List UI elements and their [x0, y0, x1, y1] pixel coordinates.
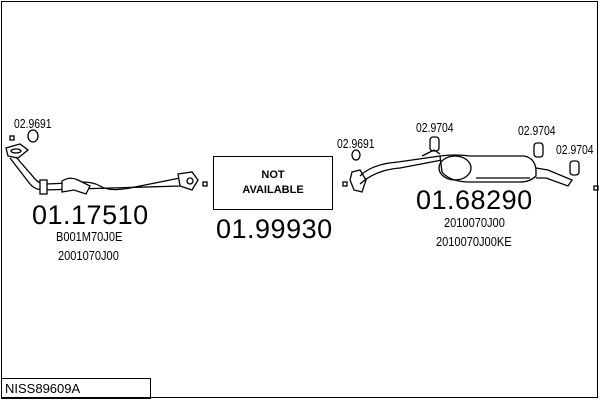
accessory-label: 02.9691 [337, 136, 375, 151]
rear-silencer-drawing [349, 149, 573, 193]
accessory-label: 02.9704 [416, 120, 454, 135]
accessory-label: 02.9704 [518, 123, 556, 138]
oem-code: 2001070J00 [58, 248, 119, 263]
rubber-hanger-icon [533, 142, 544, 158]
part-number[interactable]: 01.68290 [416, 185, 533, 215]
oem-code: B001M70J0E [56, 229, 123, 244]
part-number[interactable]: 01.99930 [216, 214, 333, 244]
not-available-text: AVAILABLE [242, 184, 304, 196]
not-available-image: NOT AVAILABLE [213, 156, 333, 210]
reference-label: NISS89609A [1, 378, 151, 399]
ring-gasket-icon [27, 129, 39, 143]
rubber-hanger-icon [429, 136, 440, 152]
not-available-text: NOT [261, 169, 285, 181]
oem-code: 2010070J00 [444, 215, 505, 230]
rubber-hanger-icon [569, 160, 580, 176]
accessory-label: 02.9704 [556, 142, 594, 157]
ring-gasket-icon [351, 149, 361, 161]
part-number[interactable]: 01.17510 [32, 200, 149, 230]
accessory-label: 02.9691 [14, 116, 52, 131]
front-pipe-drawing [5, 143, 199, 195]
oem-code: 2010070J00KE [436, 234, 512, 249]
front-marker [9, 135, 15, 141]
